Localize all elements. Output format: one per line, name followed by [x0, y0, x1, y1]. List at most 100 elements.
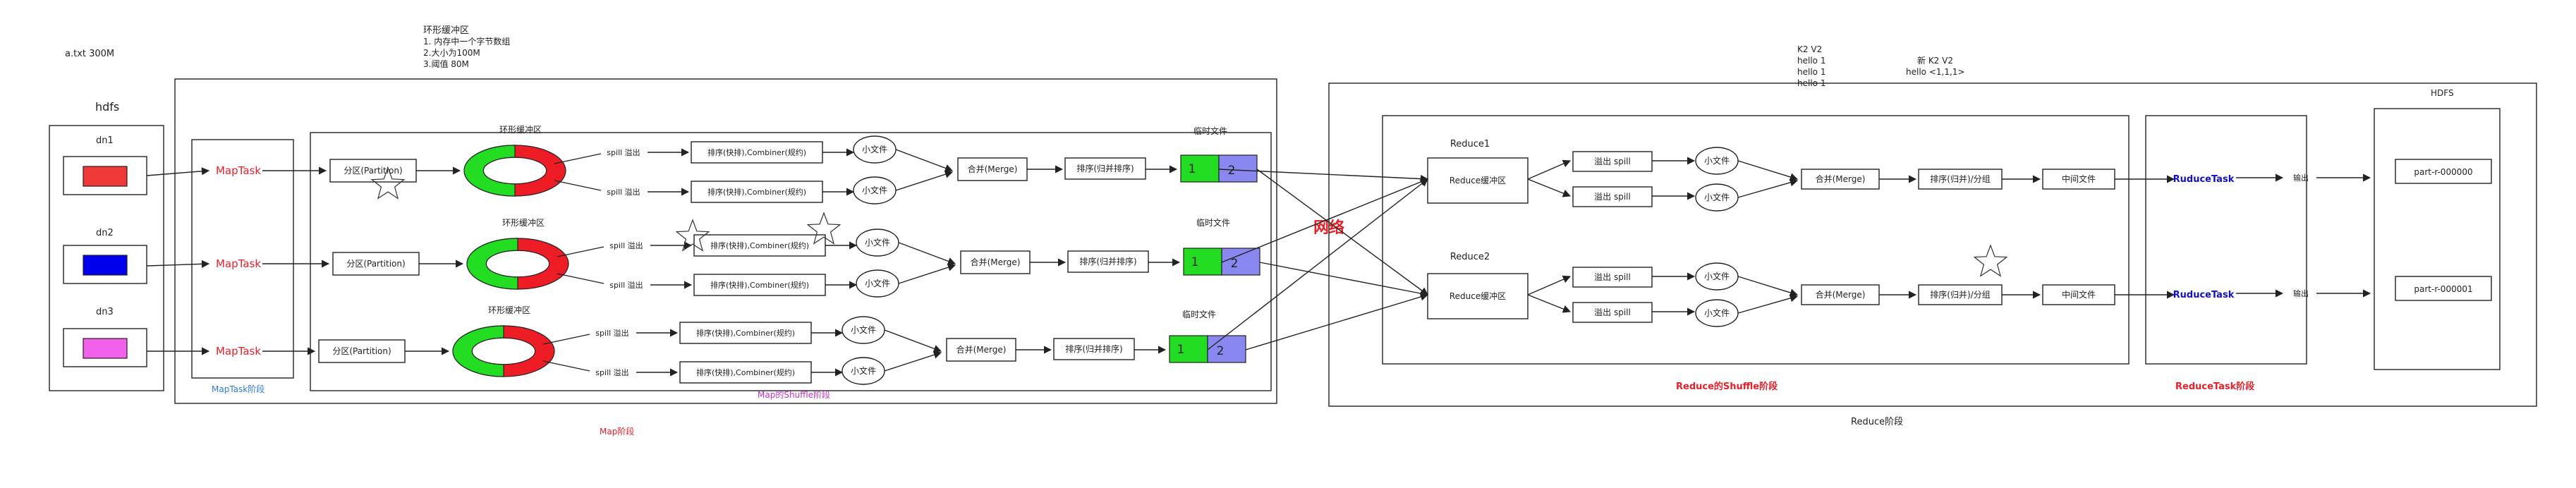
reducetask-stage-label: ReduceTask阶段: [2175, 381, 2254, 392]
map-shuffle-label: Map的Shuffle阶段: [758, 389, 830, 400]
reduce-spill-arrow: [1527, 159, 1572, 180]
sort-combine-bottom: 排序(快排),Combiner(规约): [710, 280, 809, 290]
new-kv-value: hello <1,1,1>: [1906, 67, 1964, 77]
reduce-mid-file-box: [2042, 169, 2115, 190]
spill-label-top: spill 溢出: [595, 328, 628, 338]
ring-buffer-note-2: 2.大小为100M: [423, 48, 480, 58]
ring-buffer-note-1: 1. 内存中一个字节数组: [423, 36, 510, 47]
temp-file-part1: 1: [1191, 255, 1199, 269]
sort-combine-bottom: 排序(快排),Combiner(规约): [707, 187, 806, 197]
star-icon: [370, 166, 406, 200]
merge-sort: 排序(归并排序): [1079, 256, 1136, 267]
temp-file-part2-box: [1207, 335, 1246, 363]
partition: 分区(Partition): [346, 259, 405, 269]
to-merge-arrow: [898, 263, 956, 284]
sort-combine-top: 排序(快排),Combiner(规约): [707, 147, 806, 157]
ring-buffer-hole: [482, 157, 547, 185]
to-merge-arrow: [895, 170, 954, 191]
reduce-spill-arrow: [1527, 275, 1572, 295]
reduce-small-bottom: 小文件: [1704, 192, 1730, 202]
small-file-bottom: 小文件: [851, 365, 876, 376]
spill-arrow: [542, 360, 590, 372]
small-file-bottom: 小文件: [862, 185, 887, 195]
hdfs-frame: [49, 125, 164, 391]
sort-combine-top-box: [679, 322, 812, 344]
dn2-label: dn2: [96, 228, 114, 238]
reduce-spill-bottom: 溢出 spill: [1594, 307, 1631, 317]
temp-file-part1: 1: [1177, 343, 1185, 357]
reduce-buffer: Reduce缓冲区: [1450, 291, 1506, 301]
merge: 合并(Merge): [956, 344, 1007, 355]
reduce-group-box: [1918, 284, 2003, 305]
spill-label-top: spill 溢出: [607, 147, 640, 157]
reduce-spill-bottom-box: [1572, 186, 1653, 207]
reduce-spill-top: 溢出 spill: [1594, 157, 1631, 166]
merge-box: [946, 338, 1016, 362]
reduce-title: Reduce2: [1450, 252, 1490, 262]
temp-file-part2-box: [1218, 154, 1258, 183]
output-file-2: part-r-000001: [2414, 284, 2472, 294]
dn1-label: dn1: [96, 135, 114, 146]
shuffle-arrow-part1: [1218, 169, 1429, 183]
reduce-phase-frame: [1328, 83, 2537, 407]
reduce-shuffle-frame: [1382, 115, 2130, 365]
reduce-spill-bottom: 溢出 spill: [1594, 192, 1631, 202]
map-shuffle-frame: [310, 132, 1272, 391]
spill-arrow: [542, 334, 590, 345]
output-file-box: [2395, 276, 2492, 301]
merge-sort: 排序(归并排序): [1065, 343, 1122, 354]
partition: 分区(Partition): [332, 346, 391, 356]
ring-buffer-note-title: 环形缓冲区: [423, 25, 469, 36]
reducetask-stage-frame: [2145, 115, 2307, 365]
maptask-label: MapTask: [216, 164, 261, 177]
reducetask-label: RuduceTask: [2173, 174, 2235, 185]
temp-file-part2-box: [1221, 248, 1260, 276]
reduce-merge-box: [1801, 284, 1880, 305]
sort-combine-bottom-box: [679, 361, 812, 384]
ring-buffer-note-3: 3.阈值 80M: [423, 59, 469, 69]
to-merge-arrow: [884, 350, 942, 372]
hdfs-node-dn1: dn1: [63, 135, 147, 195]
partition-box: [318, 339, 406, 363]
dn3-block: [83, 338, 128, 359]
map-phase-frame: [174, 78, 1277, 404]
reduce-spill-top-box: [1572, 267, 1653, 288]
spill-arrow: [557, 273, 604, 284]
shuffle-arrow-part2: [1245, 293, 1429, 350]
hdfs-output-frame: [2374, 108, 2501, 370]
reduce-output-label: 输出: [2293, 288, 2309, 298]
reduce-buffer-box: [1427, 157, 1529, 204]
shuffle-arrow-part1: [1221, 178, 1429, 263]
reduce-merge-in-arrow: [1737, 276, 1799, 297]
sort-combine-bottom-box: [693, 274, 826, 296]
merge: 合并(Merge): [968, 164, 1018, 174]
reduce-spill-bottom-box: [1572, 302, 1653, 323]
star-icon: [806, 212, 842, 245]
sort-combine-top: 排序(快排),Combiner(规约): [710, 240, 809, 250]
file-info: a.txt 300M: [65, 49, 114, 59]
spill-label-bottom: spill 溢出: [607, 187, 640, 197]
map-phase-label: Map阶段: [600, 426, 634, 437]
ring-buffer-icon: [463, 145, 566, 197]
merge-box: [957, 157, 1028, 181]
to-merge-arrow: [884, 329, 942, 353]
reduce-shuffle-label: Reduce的Shuffle阶段: [1676, 381, 1778, 392]
temp-file-part2: 2: [1231, 257, 1239, 271]
map-rows: MapTask 分区(Partition) 环形缓冲区 spill 溢出 spill 溢…: [146, 124, 1260, 385]
temp-file-part2: 2: [1228, 164, 1236, 178]
maptask-label: MapTask: [216, 257, 261, 270]
input-arrow: [146, 167, 210, 176]
reduce-group: 排序(归并)/分组: [1930, 173, 1990, 184]
hdfs-title: hdfs: [95, 100, 119, 114]
reduce-merge: 合并(Merge): [1816, 173, 1866, 184]
ring-buffer-title: 环形缓冲区: [502, 217, 545, 228]
small-file-top: 小文件: [851, 324, 876, 335]
ring-buffer-hole: [471, 337, 536, 365]
shuffle-links: [1207, 169, 1429, 350]
temp-file-title: 临时文件: [1182, 309, 1216, 319]
maptask-stage-frame: [191, 139, 294, 379]
